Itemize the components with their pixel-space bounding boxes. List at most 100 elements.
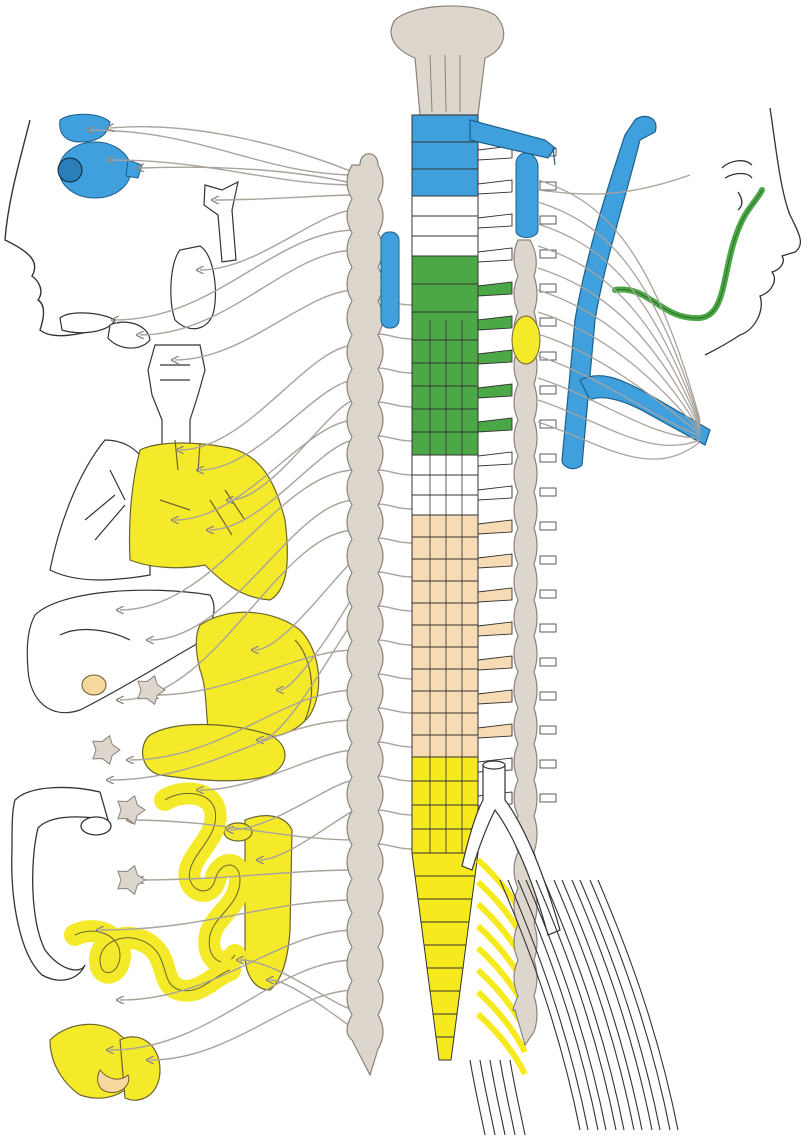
conus-segment: [429, 990, 461, 1015]
preganglionic-fiber: [140, 869, 357, 880]
liver-icon: [26, 589, 215, 714]
spinal-nerve-stub: [539, 419, 557, 429]
bladder-icon: [49, 1023, 161, 1101]
cord-segment: [411, 168, 479, 197]
cord-segment: [411, 780, 479, 806]
cord-segment: [411, 804, 479, 830]
ciliary-fiber: [140, 167, 361, 186]
sympathetic-trunk-left: [346, 153, 384, 1077]
cord-segment: [411, 408, 479, 433]
heart-icon: [128, 439, 288, 601]
preganglionic-fiber: [130, 689, 357, 760]
ventral-root: [477, 417, 513, 433]
spinal-nerve-stub: [539, 725, 557, 735]
head-outline-icon: [4, 119, 101, 337]
right-nerve-fibers: [537, 174, 701, 460]
cauda-fiber: [509, 1059, 526, 1136]
preganglionic-fiber: [100, 899, 357, 930]
preganglionic-fiber: [90, 130, 357, 176]
preganglionic-fiber: [175, 419, 357, 520]
cord-segment: [411, 195, 479, 217]
spinal-nerve-stub: [539, 385, 557, 395]
preganglionic-fiber: [215, 194, 357, 200]
lower-limb-nerves: [469, 879, 679, 1136]
cord-segment: [411, 602, 479, 626]
salivary-gland-icon: [59, 180, 239, 349]
cord-segment: [411, 536, 479, 560]
sciatic-nerve-fiber: [597, 879, 679, 1131]
preganglionic-fiber: [270, 980, 357, 1031]
rami-communicantes: [377, 673, 413, 680]
conus-segment: [435, 1036, 455, 1061]
rami-communicantes: [377, 537, 413, 544]
cord-segment: [411, 624, 479, 648]
postganglionic-fiber: [537, 311, 701, 433]
postganglionic-fiber: [537, 245, 701, 427]
postganglionic-fiber: [537, 377, 701, 439]
conus-segment: [414, 875, 476, 900]
facial-nerve-icon: [612, 187, 765, 322]
spinal-cord-icon: [411, 114, 479, 1061]
conus-segment: [432, 1013, 458, 1038]
nerve-fibers: [90, 127, 413, 1060]
preganglionic-fiber: [110, 959, 357, 1050]
rami-communicantes: [377, 401, 413, 408]
cord-segment: [411, 558, 479, 582]
preganglionic-fiber: [180, 344, 357, 450]
preganglionic-fiber: [110, 160, 357, 186]
cord-segment: [411, 454, 479, 476]
ventral-root: [477, 315, 513, 331]
ventral-root: [477, 689, 513, 705]
cord-segment: [411, 712, 479, 736]
conus-segment: [420, 921, 470, 946]
cervical-ganglia-right: [511, 152, 541, 365]
conus-segment: [426, 967, 464, 992]
preganglionic-fiber: [230, 779, 357, 830]
rami-communicantes: [377, 639, 413, 646]
rami-communicantes: [377, 571, 413, 578]
cord-segment: [411, 339, 479, 364]
ventral-root: [477, 553, 513, 569]
preganglionic-fiber: [120, 469, 357, 610]
preganglionic-fiber: [175, 289, 357, 360]
brainstem-icon: [390, 5, 505, 116]
cord-segment: [411, 494, 479, 516]
rami-communicantes: [377, 435, 413, 442]
lungs-icon: [49, 439, 151, 581]
sciatic-nerve-fiber: [507, 879, 589, 1131]
cord-segment: [411, 431, 479, 456]
preganglionic-fiber: [140, 249, 357, 335]
cord-segment: [411, 141, 479, 170]
cord-segment: [411, 668, 479, 692]
preganglionic-fiber: [210, 439, 357, 530]
cord-segment: [411, 474, 479, 496]
sciatic-nerve-fiber: [517, 879, 599, 1131]
postganglionic-fiber: [537, 421, 701, 460]
preganglionic-fiber: [200, 379, 357, 470]
spinal-nerve-roots: [475, 145, 557, 1076]
spinal-nerve-stub: [539, 623, 557, 633]
ventral-root: [477, 723, 513, 739]
preganglionic-fiber: [110, 719, 357, 780]
spinal-nerve-stub: [539, 215, 557, 225]
sacral-root: [475, 1011, 528, 1076]
postganglionic-fiber: [537, 289, 701, 431]
ventral-root: [477, 655, 513, 671]
face-profile-icon: [704, 107, 802, 356]
ventral-root: [477, 587, 513, 603]
cord-segment: [411, 580, 479, 604]
ventral-root: [477, 213, 513, 229]
ventral-root: [477, 519, 513, 535]
ganglion-icon: [92, 734, 121, 766]
postganglionic-fiber: [537, 201, 701, 423]
rami-communicantes: [377, 741, 413, 748]
spinal-nerve-stub: [539, 793, 557, 803]
colon-icon: [11, 786, 112, 981]
ventral-root: [477, 349, 513, 365]
sciatic-nerve-fiber: [571, 879, 653, 1131]
rami-communicantes: [377, 367, 413, 374]
preganglionic-fiber: [155, 649, 357, 695]
ventral-root: [477, 485, 513, 501]
sciatic-nerve-fiber: [535, 879, 617, 1131]
oculomotor-fiber: [110, 127, 361, 176]
